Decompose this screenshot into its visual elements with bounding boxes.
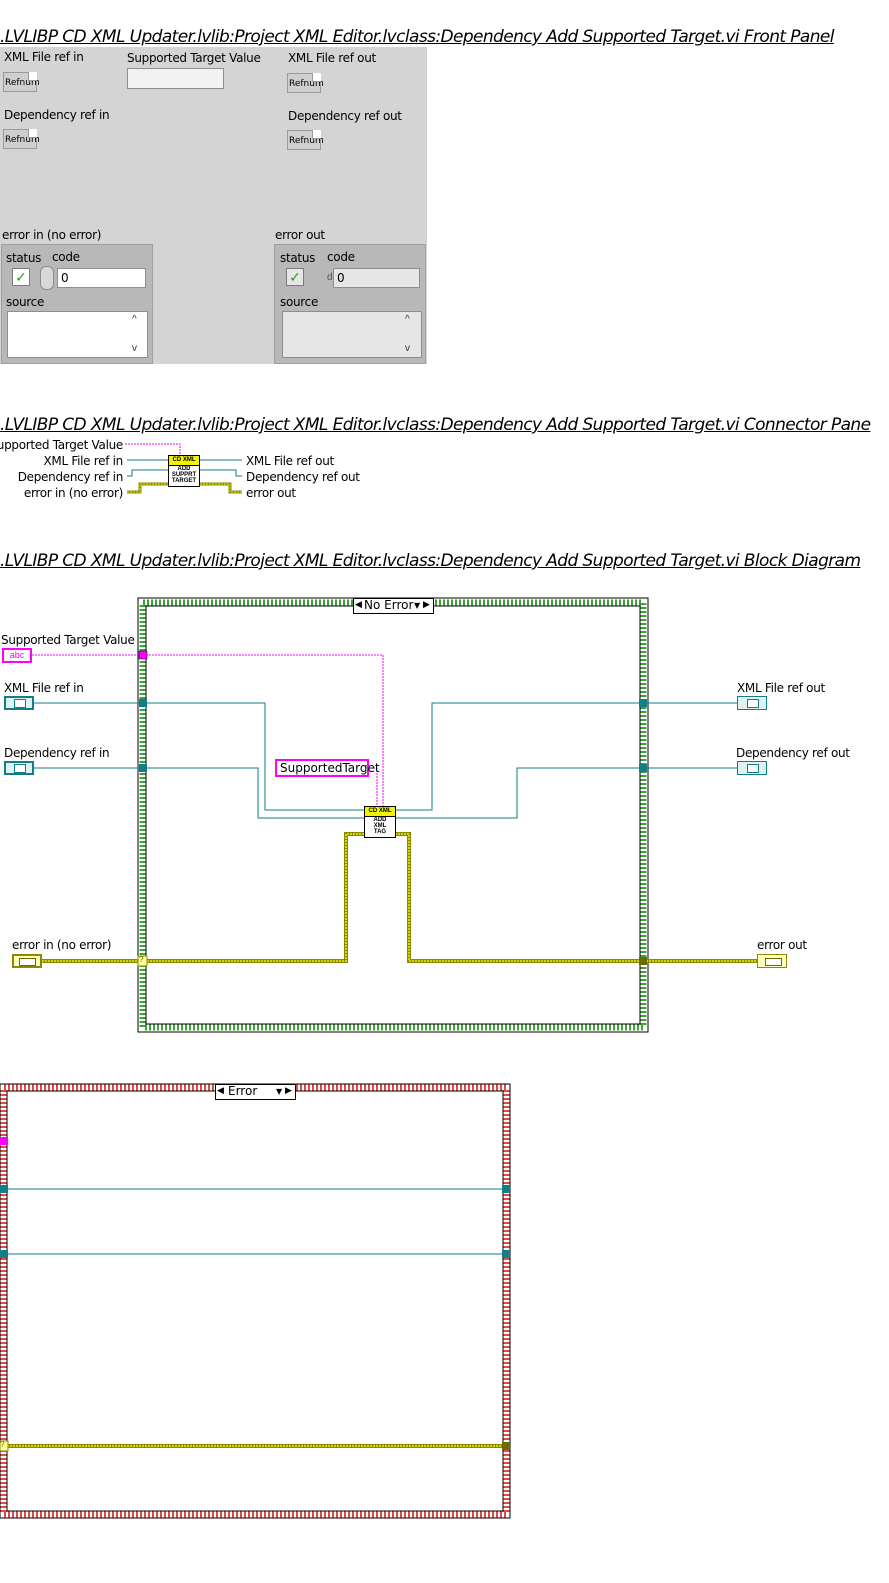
dependency-ref-in-label: Dependency ref in	[4, 108, 110, 122]
xml-file-ref-out-indicator: Refnum	[287, 73, 324, 93]
error-in-source-textarea[interactable]	[7, 311, 148, 358]
error-wires	[42, 832, 757, 963]
error-in-status-checkbox[interactable]: ✓	[12, 268, 30, 286]
case-prev-icon[interactable]: ◀	[217, 1086, 224, 1096]
case-selector-error[interactable]: ◀ Error ▼ ▶	[215, 1084, 296, 1100]
cp-icon-line-3: TARGET	[171, 478, 197, 484]
subvi-line-3: TAG	[373, 829, 387, 835]
refnum-icon	[747, 764, 759, 773]
error-out-source-indicator	[282, 311, 422, 358]
cp-label-error-in: error in (no error)	[23, 486, 123, 500]
cp-label-dep-in: Dependency ref in	[17, 470, 124, 484]
cp-label-dep-out: Dependency ref out	[246, 470, 360, 484]
bd-supported-target-label: Supported Target Value	[1, 633, 135, 647]
error-out-code-indicator: 0	[333, 268, 420, 288]
cp-icon-line-2: SUPPRT	[171, 472, 197, 478]
error-out-scroll-down-icon[interactable]: v	[405, 343, 410, 354]
bd-error-in-label: error in (no error)	[12, 938, 112, 952]
error-tunnel-selector: ?	[139, 955, 144, 964]
error-out-status-label: status	[280, 251, 316, 265]
error-in-scroll-down-icon[interactable]: v	[132, 343, 137, 354]
error-out-scroll-up-icon[interactable]: ^	[405, 314, 410, 325]
bd-xml-out-terminal[interactable]	[737, 696, 767, 710]
xml-file-ref-in-label: XML File ref in	[4, 50, 84, 64]
case-selector-no-error[interactable]: ◀ No Error ▼ ▶	[353, 598, 434, 614]
case-selector-label: No Error	[364, 598, 414, 612]
case-selector-error-label: Error	[228, 1084, 258, 1098]
bd-xml-in-label: XML File ref in	[4, 681, 84, 695]
add-xml-tag-subvi[interactable]: CD XML ADD XML TAG	[364, 806, 396, 838]
tunnels-no-error	[137, 650, 647, 967]
error-cluster-icon	[765, 958, 782, 966]
bd-dep-out-label: Dependency ref out	[736, 746, 850, 760]
case-prev-icon[interactable]: ◀	[355, 600, 362, 610]
supported-target-value-input[interactable]	[127, 68, 224, 89]
supported-target-string-constant[interactable]: SupportedTarget	[275, 759, 380, 777]
block-diagram-title: .LVLIBP CD XML Updater.lvlib:Project XML…	[0, 551, 861, 571]
error-in-code-input[interactable]: 0	[57, 268, 146, 288]
case-next-icon[interactable]: ▶	[423, 600, 430, 610]
error-tunnel-selector-2: ?	[0, 1440, 5, 1449]
refnum-icon	[747, 699, 759, 708]
bd-dep-in-terminal[interactable]	[4, 761, 34, 775]
cp-icon-header: CD XML	[169, 456, 199, 466]
cp-wires	[125, 443, 242, 494]
bd-dep-out-terminal[interactable]	[737, 761, 767, 775]
bd-error-out-terminal[interactable]	[757, 954, 787, 968]
case-next-icon[interactable]: ▶	[285, 1086, 292, 1096]
cp-icon-line-1: ADD	[177, 466, 191, 472]
bd-xml-in-terminal[interactable]	[4, 696, 34, 710]
error-in-code-label: code	[52, 250, 80, 264]
bd-dep-in-label: Dependency ref in	[4, 746, 110, 760]
case-dropdown-icon[interactable]: ▼	[414, 601, 421, 610]
cp-label-xml-out: XML File ref out	[246, 454, 334, 468]
error-in-scroll-up-icon[interactable]: ^	[132, 314, 137, 325]
front-panel-title: .LVLIBP CD XML Updater.lvlib:Project XML…	[0, 27, 835, 47]
cp-label-error-out: error out	[246, 486, 296, 500]
error-out-code-label: code	[327, 250, 355, 264]
error-out-code-radix: d	[327, 272, 333, 283]
bd-xml-out-label: XML File ref out	[737, 681, 825, 695]
xml-file-ref-in-control[interactable]: Refnum	[3, 72, 40, 92]
case-dropdown-icon[interactable]: ▼	[276, 1087, 283, 1096]
cp-label-supported-target: Supported Target Value	[0, 438, 123, 452]
xml-file-ref-out-label: XML File ref out	[288, 51, 376, 65]
subvi-line-1: ADD	[373, 817, 387, 823]
bd-supported-target-terminal[interactable]: abc	[2, 648, 32, 663]
error-out-status-led: ✓	[286, 268, 304, 286]
cp-label-xml-in: XML File ref in	[43, 454, 123, 468]
error-out-source-label: source	[280, 295, 319, 309]
subvi-line-2: XML	[373, 823, 387, 829]
error-in-label: error in (no error)	[2, 228, 102, 242]
refnum-icon	[14, 764, 26, 773]
error-out-label: error out	[275, 228, 325, 242]
dependency-ref-in-control[interactable]: Refnum	[3, 129, 40, 149]
case-structure-error	[0, 1083, 511, 1519]
bd-error-in-terminal[interactable]	[12, 954, 42, 968]
error-in-status-label: status	[6, 251, 42, 265]
dependency-ref-out-indicator: Refnum	[287, 130, 324, 150]
bd-error-out-label: error out	[757, 938, 807, 952]
dependency-ref-out-label: Dependency ref out	[288, 109, 402, 123]
error-in-code-spinner[interactable]	[40, 266, 54, 290]
error-in-source-label: source	[6, 295, 45, 309]
error-cluster-icon	[19, 958, 36, 966]
string-wire	[32, 654, 384, 808]
subvi-header: CD XML	[365, 807, 395, 817]
refnum-icon	[14, 699, 26, 708]
cp-vi-icon: CD XML ADD SUPPRT TARGET	[168, 455, 200, 487]
connector-pane-title: .LVLIBP CD XML Updater.lvlib:Project XML…	[0, 415, 871, 435]
supported-target-value-label: Supported Target Value	[127, 51, 261, 65]
